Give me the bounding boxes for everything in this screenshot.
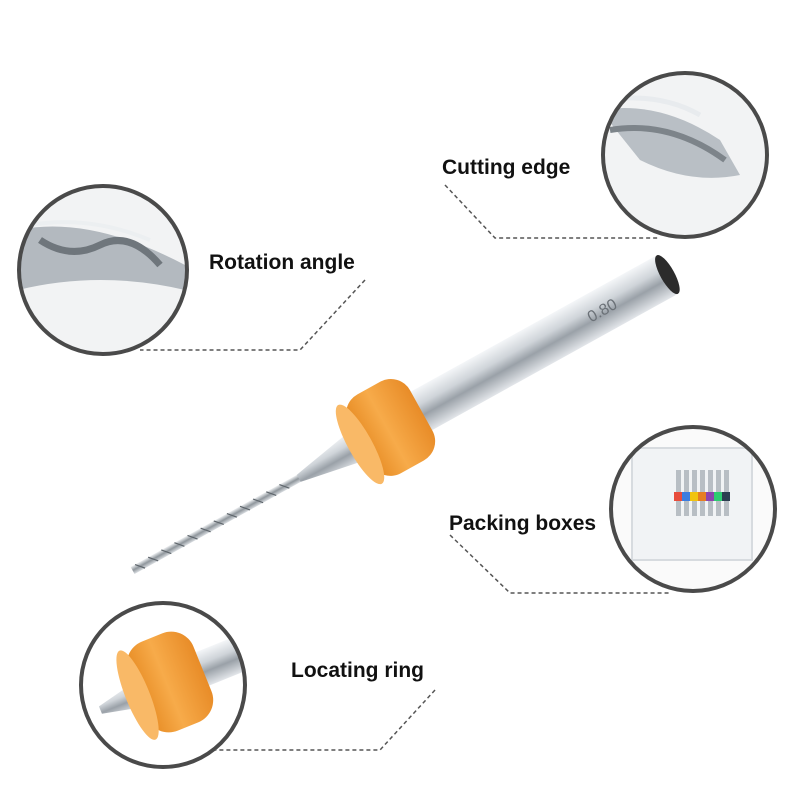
drill-bit: 0.80 [130,255,680,574]
rotation-angle-label: Rotation angle [209,251,355,274]
leader-lines [140,184,670,751]
locating-ring-label: Locating ring [291,659,424,682]
packing-boxes-label: Packing boxes [449,512,597,535]
locating-ring-callout [79,601,247,769]
packing-boxes-callout [609,425,777,593]
rotation-angle-callout [17,184,189,356]
cutting-edge-callout [601,71,769,239]
cutting-edge-label: Cutting edge [442,156,571,179]
